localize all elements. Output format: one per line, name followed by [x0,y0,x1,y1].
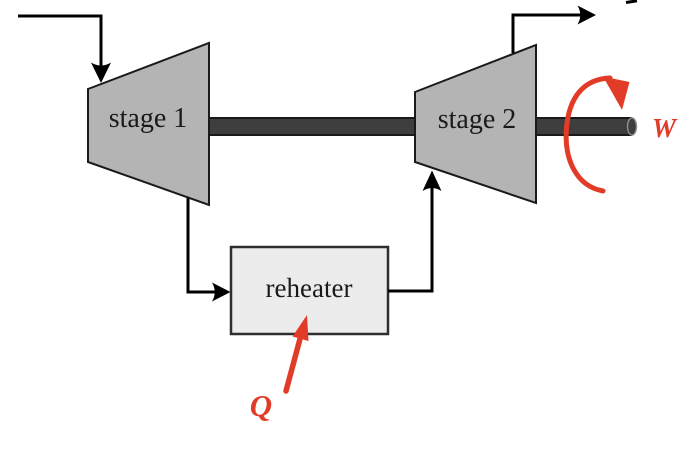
stage2-outlet-arrowhead-icon [577,5,596,25]
heat-input-arrow-shaft-icon [283,334,304,394]
stage1-to-reheater-pipe [186,198,216,294]
turbine-stage1 [87,41,210,207]
reheater-label: reheater [266,273,353,303]
heat-input-arrowhead-icon [292,315,309,341]
work-label: W [652,113,678,143]
turbine-stage2 [414,43,537,205]
reheater-inlet-arrowhead-icon [212,282,231,302]
stage2-inlet-arrowhead-icon [422,170,442,191]
reheater-to-stage2-pipe [388,184,434,293]
cropped-edge-artifact [625,0,638,4]
rotation-arrow-arc-icon [563,75,613,194]
heat-label: Q [250,388,272,423]
stage1-inlet-arrowhead-icon [91,62,111,83]
stage2-outlet-pipe [511,13,581,53]
shaft-end-cap [626,117,638,136]
stage1-inlet-pipe [18,14,103,70]
reheater-box [229,245,390,336]
stage1-label: stage 1 [109,103,188,134]
rotation-arrowhead-icon [603,76,630,110]
stage2-label: stage 2 [438,104,517,135]
